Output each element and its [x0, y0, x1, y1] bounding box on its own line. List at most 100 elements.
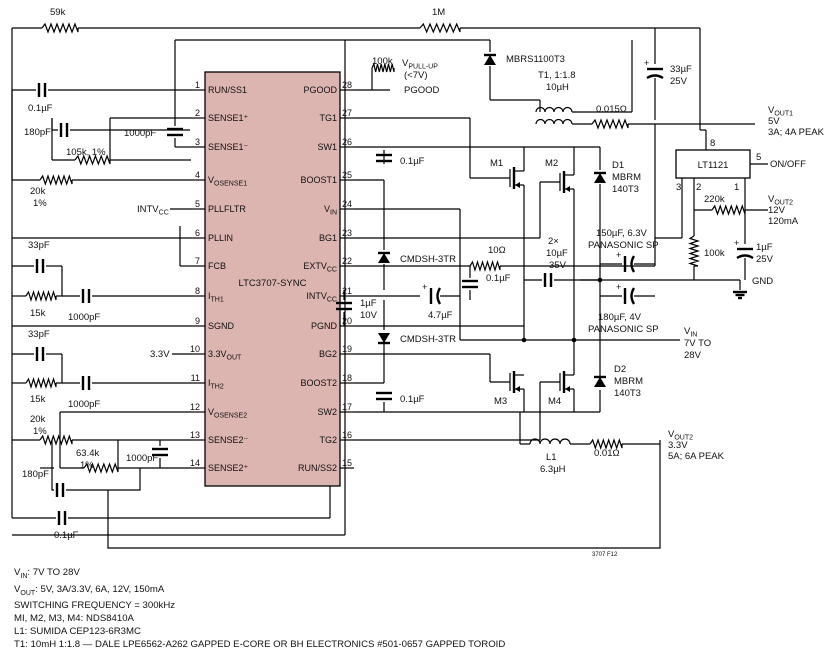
pin-name-left: SENSE1⁺ [208, 113, 249, 123]
mosfet-arrow [515, 386, 520, 392]
capacitor-1000pf-top [167, 127, 183, 137]
pin-name-left: SENSE1⁻ [208, 142, 249, 152]
label-vout2: VOUT2 [768, 194, 793, 207]
label-33pf-top: 33pF [28, 240, 50, 251]
notes: VIN: 7V TO 28V VOUT: 5V, 3A/3.3V, 6A, 12… [14, 567, 505, 652]
label-vout3-i: 5A; 6A PEAK [668, 451, 725, 462]
resistor-59k [41, 22, 79, 34]
pin-number-left: 10 [190, 344, 200, 354]
label-d1: D1 [612, 160, 624, 171]
diode-d1 [594, 171, 606, 183]
resistor-100k-pullup [371, 62, 395, 73]
lt1121-pin8: 8 [710, 138, 715, 149]
capacitor-180pf-bot [55, 483, 65, 497]
label-m3: M3 [494, 396, 507, 407]
capacitor-plate [436, 287, 442, 305]
resistor-63k4 [83, 462, 119, 474]
pin-number-left: 1 [195, 80, 200, 90]
diode-body [594, 173, 606, 183]
mosfet-m1 [509, 167, 524, 189]
chip-body [204, 71, 341, 487]
label-100k: 100k [704, 248, 725, 259]
pin-number-left: 11 [191, 373, 200, 383]
note-vin: VIN: 7V TO 28V [14, 567, 80, 580]
pin-name-left: ITH1 [208, 291, 224, 304]
pin-number-left: 8 [195, 286, 200, 296]
capacitor-boost1 [376, 153, 392, 163]
capacitor-plate [630, 287, 636, 305]
pin-number-left: 9 [195, 316, 200, 326]
label-vin-v: 7V TO [684, 338, 711, 349]
pin-name-right: VIN [324, 204, 337, 217]
resistor-0-015 [591, 118, 629, 130]
capacitor-33pf-top [35, 259, 45, 273]
capacitor-4-7uf: + [422, 282, 442, 305]
junction-dot [597, 277, 603, 283]
pin-number-left: 6 [195, 228, 200, 238]
label-m4: M4 [548, 396, 561, 407]
resistor-0-01 [589, 438, 623, 450]
note-mosfets: MI, M2, M3, M4: NDS8410A [14, 613, 134, 625]
pin-name-right: INTVCC [306, 291, 337, 304]
pin-name-right: RUN/SS2 [298, 463, 337, 473]
transformer-primary [535, 118, 573, 125]
capacitor-0-1uf-top [37, 83, 47, 97]
label-fig-id: 3707 F12 [592, 552, 618, 558]
pin-number-left: 7 [195, 256, 200, 266]
pin-number-left: 13 [190, 430, 200, 440]
pin-name-left: PLLFLTR [208, 204, 246, 214]
capacitor-0-1uf-bot [57, 511, 67, 525]
pin-number-right: 24 [342, 199, 352, 209]
label-105k: 105k, 1% [66, 147, 106, 158]
label-intvcc-pllfltr: INTVCC [137, 204, 169, 217]
label-59k: 59k [50, 7, 66, 18]
diode-body [484, 55, 496, 65]
label-3v3-out: 3.3V [150, 349, 170, 360]
label-vout2-v: 12V [768, 205, 786, 216]
diode-cmdsh-top [378, 251, 390, 263]
pin-name-right: SW2 [317, 407, 337, 417]
capacitor-33uf: + [644, 58, 664, 80]
pin-name-left: SENSE2⁺ [208, 463, 249, 473]
label-vin-v2: 28V [684, 350, 702, 361]
label-boost1: 0.1µF [400, 156, 425, 167]
wire [66, 468, 141, 491]
label-d2-part2: 140T3 [614, 388, 641, 399]
label-180pf-bot: 180pF [22, 469, 49, 480]
plus-sign: + [616, 250, 621, 260]
resistor-15k-top [25, 289, 57, 303]
mosfet-arrow [565, 386, 570, 392]
diode-body [594, 377, 606, 387]
wire [51, 440, 54, 491]
label-1m: 1M [432, 7, 445, 18]
label-180uf-type: PANASONIC SP [588, 324, 659, 335]
label-vout2-i: 120mA [768, 216, 799, 227]
pin-number-right: 25 [342, 170, 352, 180]
chip-name: LTC3707-SYNC [239, 278, 307, 289]
label-33uf-v: 25V [670, 76, 688, 87]
label-1000pf-top: 1000pF [124, 128, 156, 139]
pin-number-right: 21 [342, 286, 352, 296]
label-100k-pullup: 100k [372, 56, 393, 67]
label-0-1uf-ext: 0.1µF [486, 273, 511, 284]
plus-sign: + [616, 282, 621, 292]
pin-number-right: 20 [342, 316, 352, 326]
lt1121-pin1: 1 [734, 182, 739, 193]
label-vpullup: VPULL-UP [402, 58, 438, 71]
label-1uf-reg: 1µF [756, 242, 773, 253]
label-1uf: 1µF [360, 298, 377, 309]
label-m2: M2 [545, 158, 558, 169]
resistor-105k [74, 154, 111, 166]
pin-name-left: ITH2 [208, 378, 224, 391]
label-1000pf-ith2: 1000pF [68, 399, 100, 410]
mosfet-m3 [509, 371, 524, 393]
pin-number-left: 2 [195, 108, 200, 118]
resistor-1m [419, 22, 461, 34]
label-1uf-v: 10V [360, 310, 378, 321]
pin-number-left: 5 [195, 199, 200, 209]
label-1uf-reg-v: 25V [756, 254, 774, 265]
label-15k-top: 15k [30, 308, 46, 319]
label-gnd: GND [752, 276, 773, 287]
label-d1-part: MBRM [612, 172, 641, 183]
pin-number-right: 16 [342, 430, 352, 440]
